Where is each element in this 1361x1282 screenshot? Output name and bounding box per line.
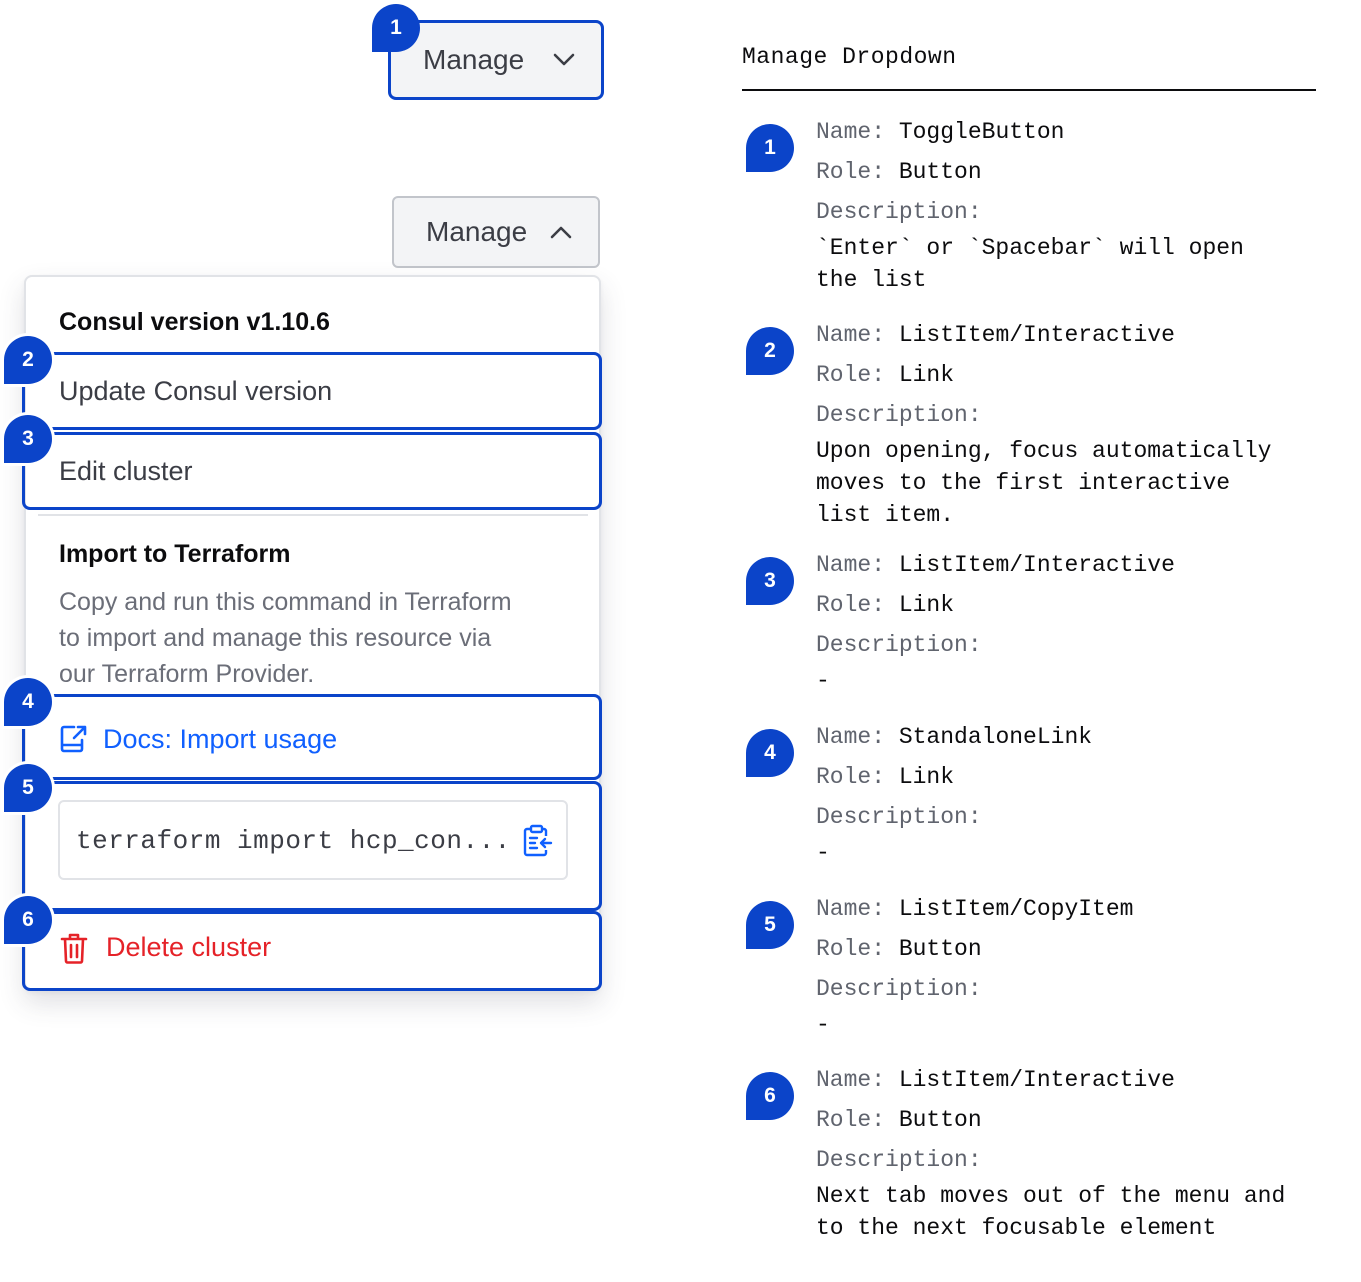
spec-role-value: Link — [898, 362, 955, 388]
spec-name-value: StandaloneLink — [898, 724, 1093, 750]
spec-title: Manage Dropdown — [742, 44, 957, 70]
spec-description: Description: — [816, 630, 982, 660]
spec-description: Description: — [816, 197, 982, 227]
annotation-badge: 3 — [4, 415, 52, 463]
copy-item-command[interactable]: terraform import hcp_con... — [58, 800, 568, 880]
spec-description-label: Description: — [816, 402, 982, 428]
menu-item-edit-cluster[interactable] — [22, 432, 602, 510]
spec-role-value: Link — [898, 592, 955, 618]
clipboard-copy-icon[interactable] — [522, 824, 554, 858]
spec-name-value: ListItem/Interactive — [898, 552, 1175, 578]
import-section-title: Import to Terraform — [59, 540, 291, 568]
spec-name-label: Name: — [816, 1067, 886, 1093]
spec-role-label: Role: — [816, 936, 886, 962]
spec-divider — [742, 89, 1316, 91]
spec-description-text: - — [816, 840, 830, 866]
spec-name: Name: StandaloneLink — [816, 722, 1092, 752]
import-description-line: our Terraform Provider. — [59, 660, 315, 688]
spec-name: Name: ListItem/Interactive — [816, 320, 1175, 350]
spec-role: Role: Link — [816, 590, 954, 620]
spec-name-value: ToggleButton — [898, 119, 1065, 145]
spec-badge: 2 — [746, 327, 794, 375]
copy-item-highlight — [22, 781, 602, 911]
spec-name: Name: ListItem/Interactive — [816, 550, 1175, 580]
spec-description-label: Description: — [816, 804, 982, 830]
import-description-line: to import and manage this resource via — [59, 624, 492, 652]
spec-role-label: Role: — [816, 362, 886, 388]
spec-role-value: Button — [898, 159, 982, 185]
spec-description-text: - — [816, 668, 830, 694]
spec-role-value: Button — [898, 936, 982, 962]
spec-name: Name: ListItem/CopyItem — [816, 894, 1133, 924]
menu-item-label: Update Consul version — [59, 376, 333, 406]
spec-role: Role: Link — [816, 762, 954, 792]
spec-description-text: `Enter` or `Spacebar` will open the list — [816, 235, 1244, 293]
spec-role-label: Role: — [816, 159, 886, 185]
spec-description: Description: — [816, 974, 982, 1004]
manage-toggle-button-open[interactable]: Manage — [392, 196, 600, 268]
annotation-badge: 2 — [4, 336, 52, 384]
annotation-badge: 4 — [4, 678, 52, 726]
spec-description-label: Description: — [816, 199, 982, 225]
spec-badge: 4 — [746, 729, 794, 777]
delete-cluster-label: Delete cluster — [106, 932, 272, 962]
manage-toggle-button-closed[interactable]: Manage — [388, 20, 604, 100]
spec-name: Name: ListItem/Interactive — [816, 1065, 1175, 1095]
manage-toggle-label: Manage — [426, 216, 528, 247]
spec-description-text: Next tab moves out of the menu and to th… — [816, 1183, 1286, 1241]
spec-name-label: Name: — [816, 119, 886, 145]
spec-badge: 1 — [746, 124, 794, 172]
spec-role: Role: Button — [816, 934, 982, 964]
spec-name: Name: ToggleButton — [816, 117, 1064, 147]
external-link-icon — [60, 725, 87, 753]
spec-badge: 5 — [746, 901, 794, 949]
spec-description-text: Upon opening, focus automatically moves … — [816, 438, 1272, 528]
spec-role: Role: Button — [816, 157, 982, 187]
spec-role-value: Button — [898, 1107, 982, 1133]
chevron-up-icon — [550, 226, 572, 239]
trash-icon — [60, 933, 88, 964]
chevron-down-icon — [553, 53, 575, 66]
spec-name-value: ListItem/Interactive — [898, 1067, 1175, 1093]
spec-role: Role: Link — [816, 360, 954, 390]
annotation-badge: 6 — [4, 896, 52, 944]
spec-name-label: Name: — [816, 322, 886, 348]
spec-role-label: Role: — [816, 1107, 886, 1133]
spec-name-label: Name: — [816, 896, 886, 922]
dropdown-header: Consul version v1.10.6 — [59, 308, 330, 336]
spec-description-label: Description: — [816, 632, 982, 658]
spec-description: Description: — [816, 802, 982, 832]
spec-role-label: Role: — [816, 592, 886, 618]
spec-name-value: ListItem/CopyItem — [898, 896, 1134, 922]
spec-description: Description: — [816, 1145, 982, 1175]
spec-name-label: Name: — [816, 552, 886, 578]
spec-role-label: Role: — [816, 764, 886, 790]
import-description-line: Copy and run this command in Terraform — [59, 588, 512, 616]
spec-role-value: Link — [898, 764, 955, 790]
manage-toggle-label: Manage — [423, 44, 525, 75]
spec-name-value: ListItem/Interactive — [898, 322, 1175, 348]
spec-description-label: Description: — [816, 1147, 982, 1173]
spec-description-label: Description: — [816, 976, 982, 1002]
docs-link-label: Docs: Import usage — [103, 724, 338, 754]
menu-item-label: Edit cluster — [59, 456, 193, 486]
spec-badge: 6 — [746, 1072, 794, 1120]
annotation-badge: 1 — [372, 4, 420, 52]
docs-import-usage-link[interactable] — [22, 694, 602, 780]
menu-item-update-consul-version[interactable] — [22, 352, 602, 430]
spec-description: Description: — [816, 400, 982, 430]
menu-item-delete-cluster[interactable] — [22, 911, 602, 991]
spec-name-label: Name: — [816, 724, 886, 750]
spec-description-text: - — [816, 1012, 830, 1038]
annotation-badge: 5 — [4, 764, 52, 812]
menu-divider — [38, 514, 588, 516]
terraform-import-command: terraform import hcp_con... — [76, 826, 511, 856]
spec-role: Role: Button — [816, 1105, 982, 1135]
spec-badge: 3 — [746, 557, 794, 605]
